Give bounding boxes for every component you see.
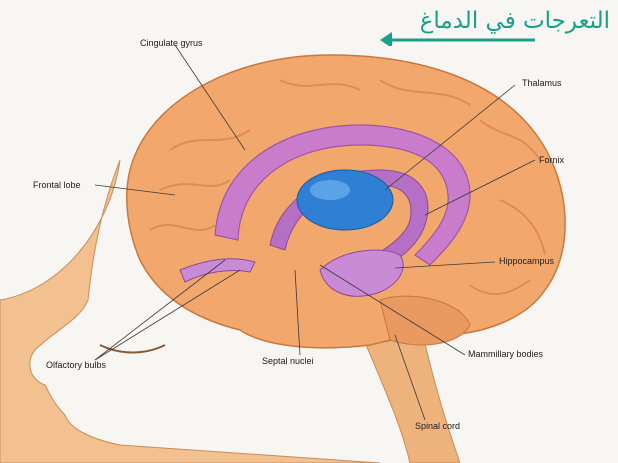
label-olfactory-bulbs: Olfactory bulbs	[46, 360, 106, 370]
label-thalamus: Thalamus	[522, 78, 562, 88]
label-frontal-lobe: Frontal lobe	[33, 180, 81, 190]
label-spinal-cord: Spinal cord	[415, 421, 460, 431]
label-fornix: Fornix	[539, 155, 564, 165]
thalamus-shape	[297, 170, 393, 230]
title-arrow-icon	[380, 26, 540, 46]
label-septal-nuclei: Septal nuclei	[262, 356, 314, 366]
label-mammillary-bodies: Mammillary bodies	[468, 349, 543, 359]
label-hippocampus: Hippocampus	[499, 256, 554, 266]
label-cingulate-gyrus: Cingulate gyrus	[140, 38, 203, 48]
